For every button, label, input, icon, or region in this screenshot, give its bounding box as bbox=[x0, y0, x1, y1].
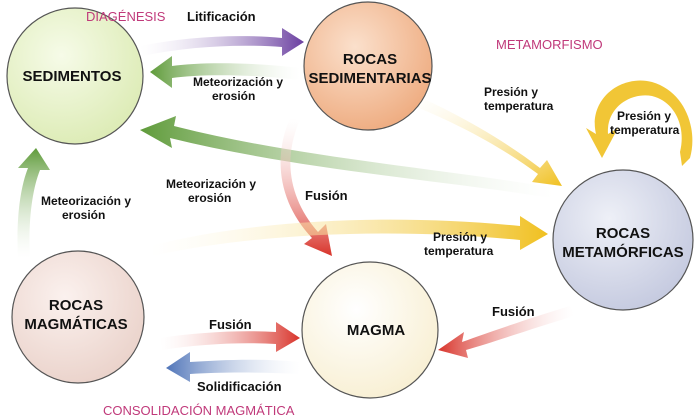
label-presion-mid-1: Presión y bbox=[433, 230, 487, 244]
label-meteorizacion-mid-2: erosión bbox=[188, 191, 231, 205]
node-magma: MAGMA bbox=[301, 261, 439, 399]
solidificacion-arrow bbox=[166, 352, 300, 382]
meteorizacion-left-arrow bbox=[17, 148, 50, 258]
node-sedimentos: SEDIMENTOS bbox=[6, 7, 144, 145]
litificacion-arrow bbox=[140, 28, 304, 56]
node-rocas-metamorficas-line2: METAMÓRFICAS bbox=[562, 243, 683, 261]
node-rocas-sedimentarias-line2: SEDIMENTARIAS bbox=[308, 70, 431, 87]
label-fusion-mag: Fusión bbox=[209, 317, 252, 332]
meteorizacion-mid-arrow bbox=[140, 116, 554, 198]
presion-mid-arrow bbox=[150, 216, 548, 256]
node-rocas-magmaticas: ROCAS MAGMÁTICAS bbox=[11, 250, 145, 384]
label-presion-top-1: Presión y bbox=[484, 85, 538, 99]
process-consolidacion: CONSOLIDACIÓN MAGMÁTICA bbox=[103, 403, 295, 418]
fusion-mag-arrow bbox=[160, 322, 300, 352]
label-meteorizacion-mid-1: Meteorización y bbox=[166, 177, 256, 191]
meteorizacion-top-arrow bbox=[150, 56, 300, 88]
process-metamorfismo: METAMORFISMO bbox=[496, 37, 603, 52]
node-rocas-sedimentarias: ROCAS SEDIMENTARIAS bbox=[303, 1, 433, 131]
node-rocas-magmaticas-line1: ROCAS bbox=[49, 297, 103, 314]
fusion-meta-arrow bbox=[438, 306, 574, 358]
label-meteorizacion-top-1: Meteorización y bbox=[193, 75, 283, 89]
node-sedimentos-label: SEDIMENTOS bbox=[23, 68, 122, 85]
node-rocas-sedimentarias-line1: ROCAS bbox=[343, 51, 397, 68]
node-rocas-magmaticas-line2: MAGMÁTICAS bbox=[24, 316, 127, 333]
label-litificacion: Litificación bbox=[187, 9, 256, 24]
label-presion-loop-1: Presión y bbox=[617, 109, 671, 123]
label-fusion-sed: Fusión bbox=[305, 188, 348, 203]
label-meteorizacion-left-1: Meteorización y bbox=[41, 194, 131, 208]
label-meteorizacion-top-2: erosión bbox=[212, 89, 255, 103]
node-magma-label: MAGMA bbox=[347, 322, 405, 339]
process-diagenesis: DIAGÉNESIS bbox=[86, 9, 166, 24]
label-solidificacion: Solidificación bbox=[197, 379, 282, 394]
node-rocas-metamorficas-line1: ROCAS bbox=[596, 225, 650, 242]
presion-top-arrow bbox=[414, 96, 562, 186]
label-meteorizacion-left-2: erosión bbox=[62, 208, 105, 222]
node-rocas-metamorficas: ROCAS METAMÓRFICAS bbox=[552, 169, 694, 311]
presion-loop-arrow bbox=[586, 80, 693, 166]
label-presion-top-2: temperatura bbox=[484, 99, 554, 113]
label-presion-mid-2: temperatura bbox=[424, 244, 494, 258]
label-fusion-meta: Fusión bbox=[492, 304, 535, 319]
label-presion-loop-2: temperatura bbox=[610, 123, 680, 137]
